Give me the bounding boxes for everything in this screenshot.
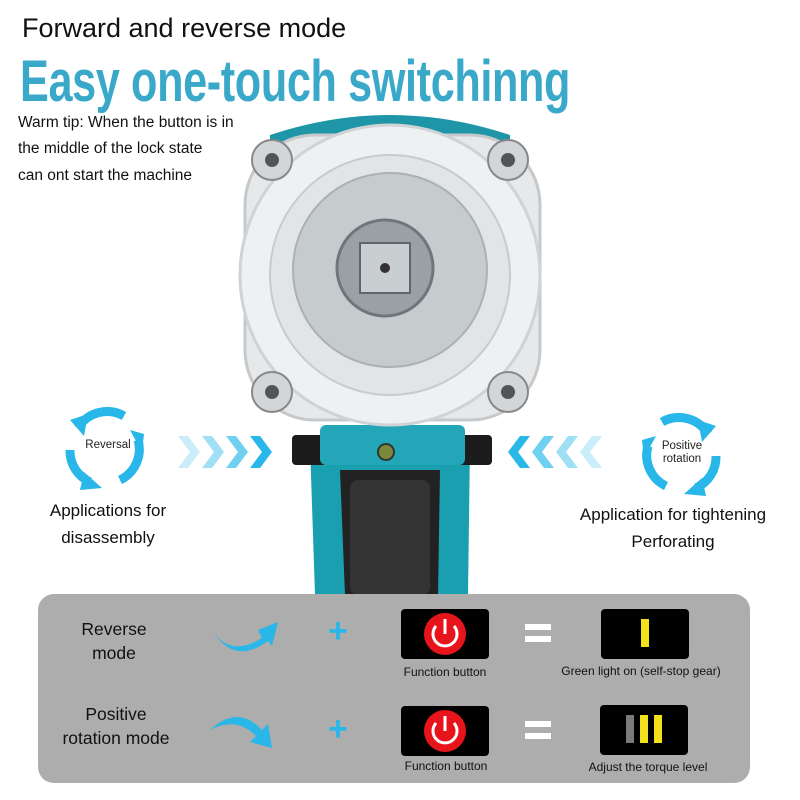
- reverse-arrow-icon: [212, 622, 278, 652]
- disassembly-caption-line-2: disassembly: [61, 528, 155, 547]
- reverse-mode-label-line-1: Reverse: [81, 619, 147, 639]
- torque-led-indicator: [600, 705, 688, 755]
- function-button-label: Function button: [404, 759, 488, 773]
- positive-rotation-mode-label: Positive rotation mode: [41, 702, 191, 750]
- reverse-mode-label: Reverse mode: [39, 617, 189, 665]
- tightening-caption: Application for tightening Perforating: [553, 501, 793, 555]
- equals-icon: [525, 721, 551, 739]
- right-chevrons-icon: [178, 436, 272, 468]
- disassembly-caption: Applications for disassembly: [8, 497, 208, 551]
- led-bar-yellow: [654, 715, 662, 743]
- disassembly-caption-line-1: Applications for: [49, 501, 167, 520]
- forward-arrow-icon: [210, 717, 272, 748]
- function-button-image: [401, 706, 489, 756]
- warm-tip-line-3: can ont start the machine: [18, 167, 193, 184]
- left-chevrons-icon: [508, 436, 602, 468]
- function-button-label: Function button: [403, 665, 487, 679]
- plus-icon: +: [328, 612, 348, 650]
- plus-icon: +: [328, 710, 348, 748]
- single-led-indicator: [601, 609, 689, 659]
- positive-rotation-label-line-2: rotation: [662, 453, 702, 465]
- equals-icon: [525, 624, 551, 642]
- torque-level-label: Adjust the torque level: [588, 760, 708, 774]
- power-icon: [424, 613, 466, 655]
- reversal-label: Reversal: [85, 439, 131, 451]
- positive-rotation-label: Positive rotation: [642, 440, 722, 466]
- warm-tip-line-2: the middle of the lock state: [18, 140, 203, 157]
- reverse-mode-label-line-2: mode: [92, 643, 136, 663]
- positive-rotation-label-line-1: Positive: [661, 440, 703, 452]
- tightening-caption-line-2: Perforating: [631, 532, 715, 551]
- green-light-label: Green light on (self-stop gear): [561, 664, 721, 678]
- reversal-rotation-icon: [65, 407, 144, 490]
- led-bar-yellow: [640, 715, 648, 743]
- led-bar-yellow: [641, 619, 649, 647]
- tightening-caption-line-1: Application for tightening: [579, 505, 767, 524]
- warm-tip-line-1: Warm tip: When the button is in: [18, 114, 234, 131]
- power-icon: [424, 710, 466, 752]
- positive-mode-label-line-1: Positive: [85, 704, 147, 724]
- led-bar-gray: [626, 715, 634, 743]
- function-button-image: [401, 609, 489, 659]
- page-title: Forward and reverse mode: [22, 13, 347, 43]
- impact-wrench-image: [238, 115, 542, 595]
- positive-rotation-icon: [642, 413, 721, 496]
- headline: Easy one-touch switchinng: [20, 49, 571, 114]
- positive-mode-label-line-2: rotation mode: [62, 728, 170, 748]
